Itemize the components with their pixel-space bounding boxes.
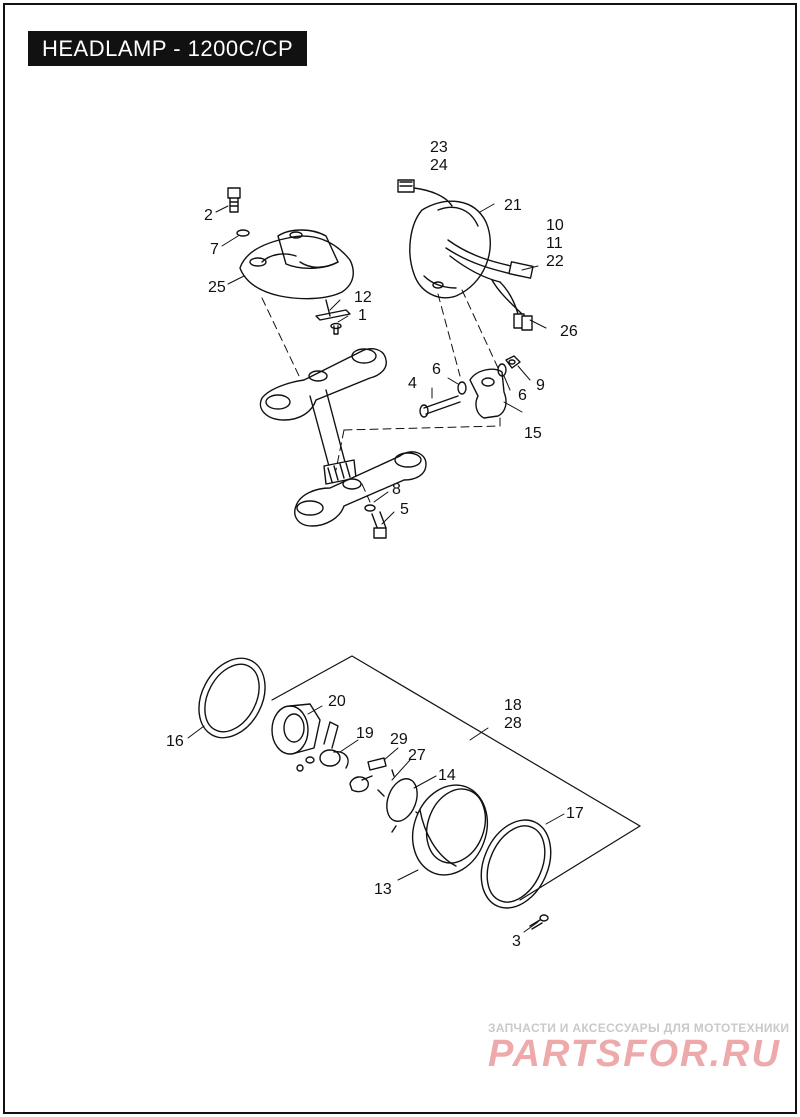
- callout-20: 20: [328, 693, 346, 710]
- trim-ring-17-part: [480, 819, 552, 909]
- page-frame: [3, 3, 797, 1114]
- washer-6b-part: [497, 363, 507, 377]
- callout-5: 5: [400, 501, 409, 518]
- watermark-logo: PARTSFOR.RU: [488, 1033, 781, 1075]
- watermark-tagline: ЗАПЧАСТИ И АКСЕССУАРЫ ДЛЯ МОТОТЕХНИКИ: [488, 1021, 790, 1035]
- plate-12-part: [315, 299, 351, 321]
- callout-6b: 6: [518, 387, 527, 404]
- bulb-socket-20-part: [271, 703, 321, 755]
- upper-triple-clamp-part: [259, 348, 387, 421]
- callout-24: 24: [430, 157, 448, 174]
- callout-8: 8: [392, 481, 401, 498]
- callout-4: 4: [408, 375, 417, 392]
- callout-15: 15: [524, 425, 542, 442]
- small-bulb-29-part: [367, 757, 387, 771]
- assembly-lines-upper: [261, 289, 501, 503]
- gasket-16-part: [198, 657, 266, 739]
- bulb-19-part: [296, 749, 349, 772]
- nut-9-part: [505, 355, 521, 369]
- socket-27-part: [349, 775, 373, 793]
- lower-triple-clamp-part: [294, 451, 427, 527]
- bracket-15-part: [469, 368, 507, 419]
- callout-28: 28: [504, 715, 522, 732]
- callout-22: 22: [546, 253, 564, 270]
- callout-19: 19: [356, 725, 374, 742]
- steering-stem-part: [309, 389, 357, 485]
- callout-11: 11: [546, 235, 563, 252]
- callout-12: 12: [354, 289, 372, 306]
- callout-23: 23: [430, 139, 448, 156]
- callout-6a: 6: [432, 361, 441, 378]
- callout-13: 13: [374, 881, 392, 898]
- spring-clip-part: [323, 721, 339, 749]
- callout-18: 18: [504, 697, 522, 714]
- leader-lines: [187, 203, 565, 933]
- top-cover-25-part: [239, 229, 354, 300]
- bolt-5-part: [371, 511, 387, 539]
- callout-27: 27: [408, 747, 426, 764]
- screw-3-part: [529, 914, 549, 930]
- callout-2: 2: [204, 207, 213, 224]
- callout-29: 29: [390, 731, 408, 748]
- callout-25: 25: [208, 279, 226, 296]
- callout-17: 17: [566, 805, 584, 822]
- callout-14: 14: [438, 767, 456, 784]
- screw-1-part: [330, 322, 342, 335]
- page-title: HEADLAMP - 1200C/CP: [28, 31, 308, 66]
- wire-harness-22-part: [445, 239, 534, 331]
- callout-21: 21: [504, 197, 522, 214]
- callout-7: 7: [210, 241, 219, 258]
- lamp-unit-13-part: [411, 784, 489, 876]
- callout-labels: 23 24 2 7 25 21 10 11 22 12 1 26 6 4 9 6…: [166, 139, 584, 950]
- callout-10: 10: [546, 217, 564, 234]
- callout-26: 26: [560, 323, 578, 340]
- callout-3: 3: [512, 933, 521, 950]
- bolt-2-part: [227, 187, 241, 213]
- bolt-4-part: [419, 395, 461, 418]
- callout-16: 16: [166, 733, 184, 750]
- washer-7-part: [236, 229, 250, 237]
- washer-6-part: [457, 381, 467, 395]
- callout-1: 1: [358, 307, 367, 324]
- headlamp-housing-21-part: [409, 200, 491, 299]
- connector-23-24-part: [397, 179, 453, 207]
- callout-9: 9: [536, 377, 545, 394]
- washer-8-part: [364, 504, 376, 512]
